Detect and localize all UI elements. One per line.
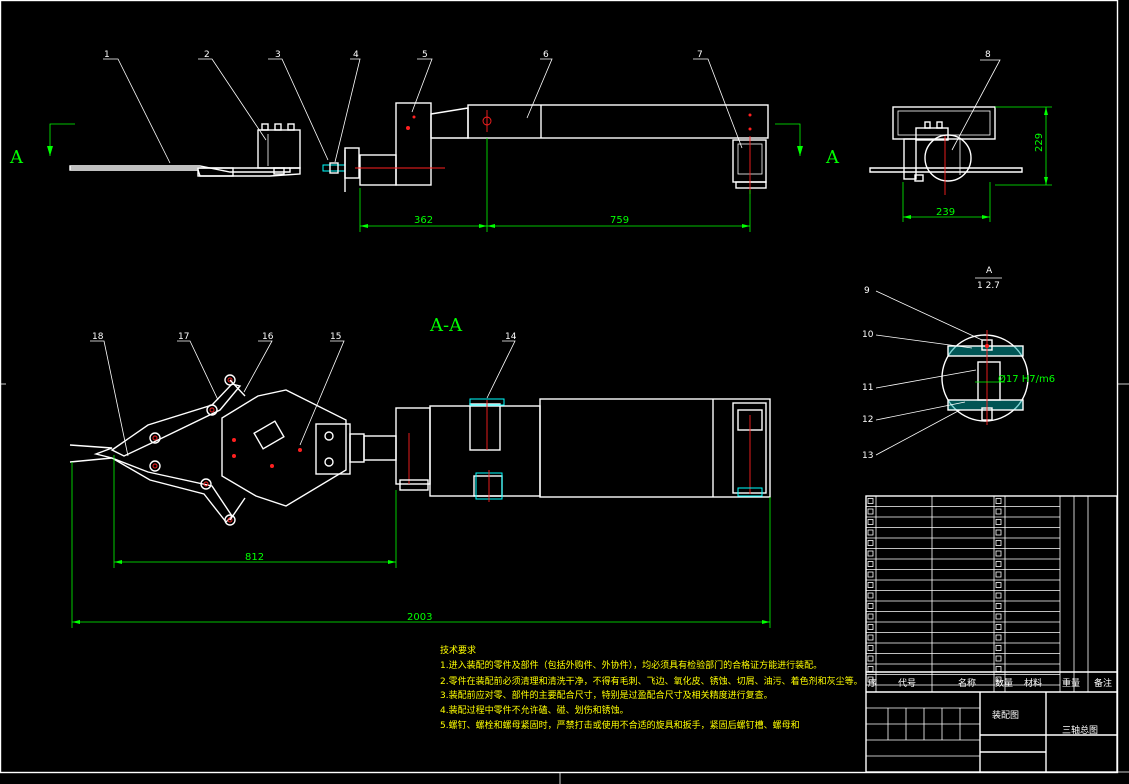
note-line: 4.装配过程中零件不允许磕、碰、划伤和锈蚀。 (440, 704, 629, 716)
svg-text:16: 16 (262, 332, 274, 342)
svg-text:2: 2 (204, 50, 210, 60)
svg-text:3: 3 (275, 50, 281, 60)
svg-text:备注: 备注 (1094, 677, 1112, 689)
svg-text:7: 7 (697, 50, 703, 60)
section-marker-left: A (9, 123, 75, 168)
note-line: 3.装配前应对零、部件的主要配合尺寸，特别是过盈配合尺寸及相关精度进行复查。 (440, 689, 773, 701)
section-title: A-A (429, 315, 463, 336)
technical-notes: 技术要求 1.进入装配的零件及部件（包括外购件、外协件），均必须具有检验部门的合… (440, 644, 863, 731)
dim-239: 239 (936, 207, 955, 218)
svg-text:14: 14 (505, 332, 517, 342)
drawing-type: 装配图 (992, 709, 1019, 721)
drawing-name: 三轴总图 (1062, 724, 1098, 736)
note-line: 5.螺钉、螺栓和螺母紧固时，严禁打击或使用不合适的旋具和扳手，紧固后螺钉槽、螺母… (440, 719, 800, 731)
svg-text:代号: 代号 (898, 678, 916, 689)
top-view: A A (9, 50, 840, 232)
dim-759: 759 (610, 215, 629, 226)
svg-text:10: 10 (862, 330, 874, 340)
title-block: 序 代号 名称 数量 材料 重量 备注 装配图 三轴总图 (865, 495, 1118, 773)
svg-text:8: 8 (985, 50, 991, 60)
drawing-frame (0, 0, 1119, 774)
notes-title: 技术要求 (440, 644, 476, 656)
svg-text:13: 13 (862, 451, 873, 461)
svg-text:数量: 数量 (995, 677, 1013, 689)
svg-text:15: 15 (330, 332, 341, 342)
dim-812: 812 (245, 552, 264, 563)
svg-text:A: A (9, 147, 24, 168)
dim-fit: Ø17 H7/m6 (998, 373, 1055, 385)
svg-text:4: 4 (353, 50, 359, 60)
detail-a: A 1 2.7 Ø17 H7/m6 9 10 11 12 13 (862, 266, 1055, 461)
section-marker-right: A (775, 123, 840, 168)
svg-text:序: 序 (868, 677, 877, 689)
svg-text:材料: 材料 (1024, 677, 1042, 689)
svg-text:12: 12 (862, 415, 873, 425)
svg-text:6: 6 (543, 50, 549, 60)
section-view: A-A (69, 315, 771, 628)
svg-text:11: 11 (862, 383, 873, 393)
dim-229: 229 (1034, 133, 1045, 152)
svg-text:A: A (825, 147, 840, 168)
svg-text:A: A (986, 266, 993, 276)
dim-362: 362 (414, 215, 433, 226)
svg-text:18: 18 (92, 332, 104, 342)
dim-2003: 2003 (407, 612, 432, 623)
svg-text:1 2.7: 1 2.7 (977, 281, 1000, 291)
svg-text:名称: 名称 (958, 677, 976, 689)
side-view: 229 239 8 (869, 50, 1052, 222)
svg-text:17: 17 (178, 332, 189, 342)
note-line: 2.零件在装配前必须清理和清洗干净，不得有毛刺、飞边、氧化皮、锈蚀、切屑、油污、… (440, 675, 863, 687)
note-line: 1.进入装配的零件及部件（包括外购件、外协件），均必须具有检验部门的合格证方能进… (440, 659, 822, 671)
svg-text:1: 1 (104, 50, 110, 60)
svg-text:5: 5 (422, 50, 428, 60)
svg-text:9: 9 (864, 286, 870, 296)
svg-text:重量: 重量 (1062, 677, 1080, 689)
